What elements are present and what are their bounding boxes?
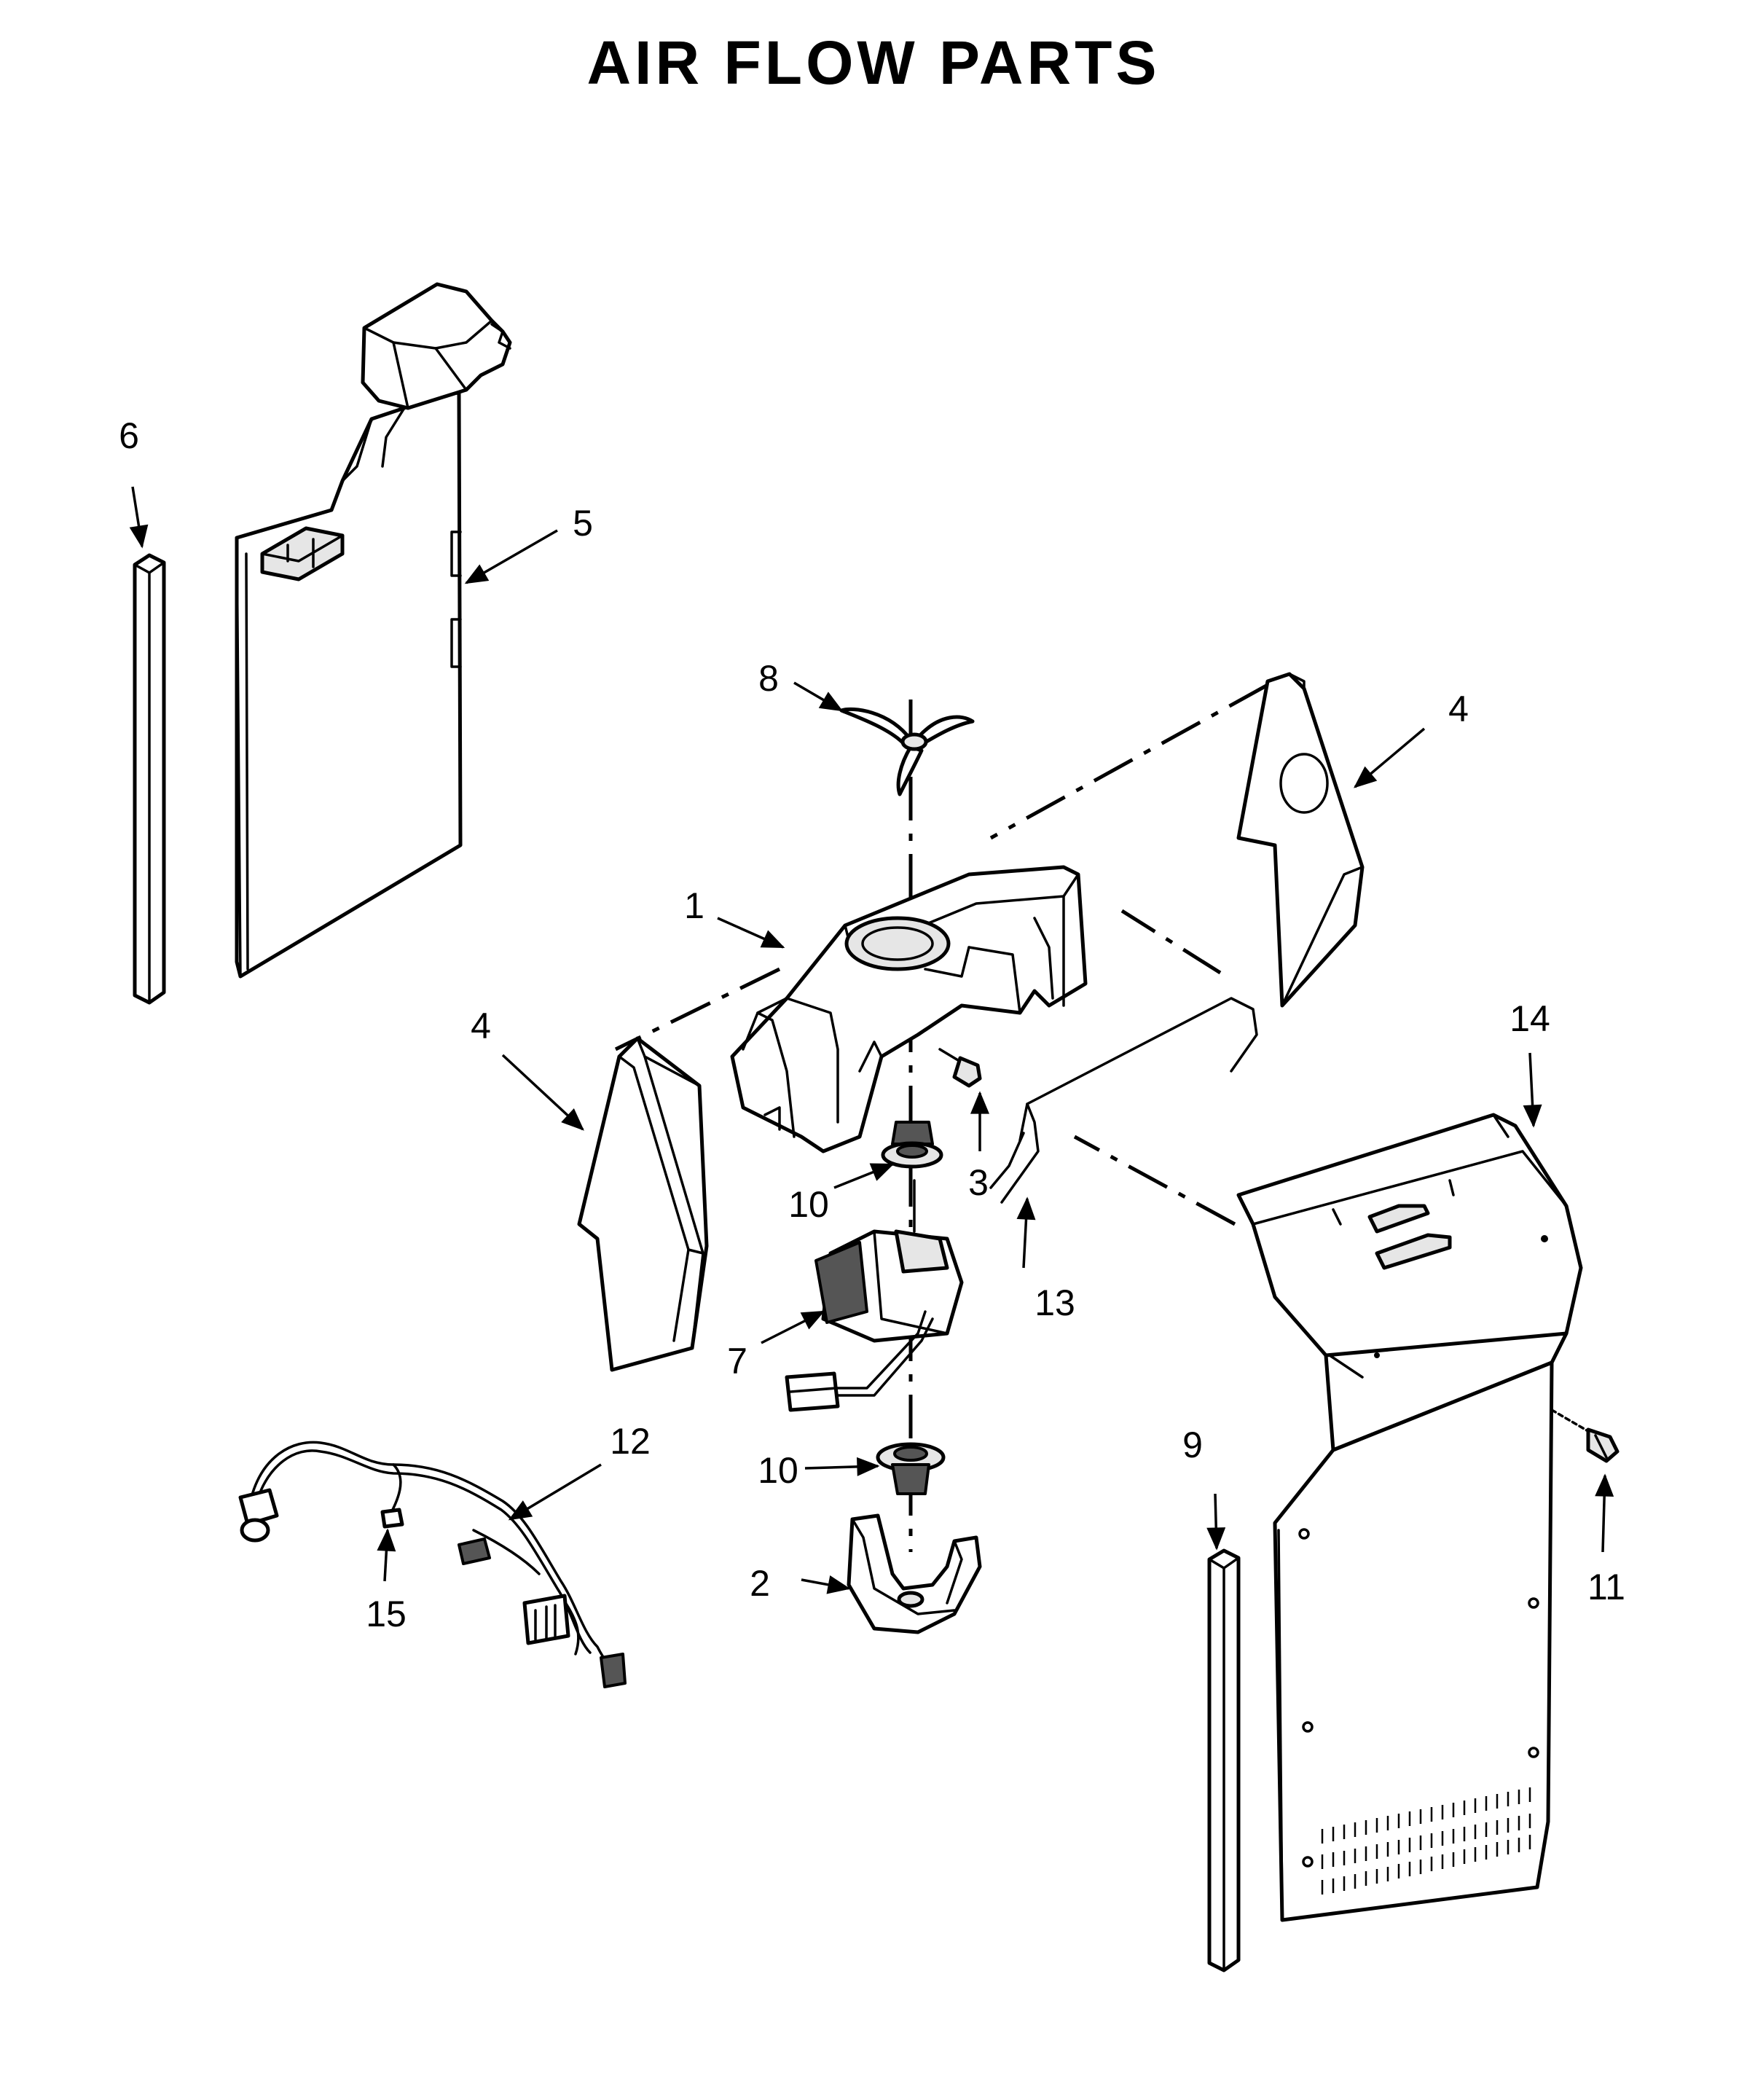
callout-8: 8 [758,658,779,699]
part-4-gasket-left [577,1036,709,1372]
part-13-wire-bracket [989,997,1258,1204]
part-12-wire-harness [238,1441,627,1688]
part-2-motor-bracket [847,1513,982,1634]
callout-6: 6 [119,415,139,456]
part-4-gasket-right [1236,672,1365,1008]
vent-slots [1321,1787,1531,1895]
callout-11: 11 [1587,1567,1625,1607]
callout-12: 12 [610,1421,651,1462]
callout-labels: 6 5 8 4 1 14 4 3 10 13 7 12 9 10 2 11 15 [119,415,1625,1634]
part-11-screw [1550,1409,1620,1463]
callout-4-right: 4 [1448,689,1469,729]
part-3-screw [938,1048,982,1088]
alignment-lines [614,683,1269,1552]
callout-7: 7 [727,1341,747,1382]
part-10-grommet-lower [876,1442,946,1495]
part-8-fan-blade [839,707,975,796]
callout-9: 9 [1182,1425,1203,1465]
part-5-duct-cover [235,282,512,979]
callout-10-upper: 10 [788,1184,829,1225]
part-6-seal-strip [133,553,166,1005]
part-7-fan-motor [785,1179,964,1412]
part-9-seal-strip [1207,1548,1241,1972]
callout-2: 2 [750,1563,770,1604]
callout-3: 3 [968,1162,989,1203]
part-10-grommet-upper [881,1121,943,1169]
callout-5: 5 [573,503,593,544]
diagram-title: AIR FLOW PARTS [586,28,1160,97]
callout-14: 14 [1510,998,1550,1039]
callout-4-left: 4 [471,1006,491,1046]
callout-10-lower: 10 [758,1450,798,1491]
callout-1: 1 [684,885,704,926]
part-14-air-flow-panel [1236,1113,1583,1922]
part-1-fan-housing [730,865,1088,1153]
callout-13: 13 [1035,1282,1075,1323]
callout-15: 15 [366,1594,407,1634]
leader-lines [129,486,1614,1594]
